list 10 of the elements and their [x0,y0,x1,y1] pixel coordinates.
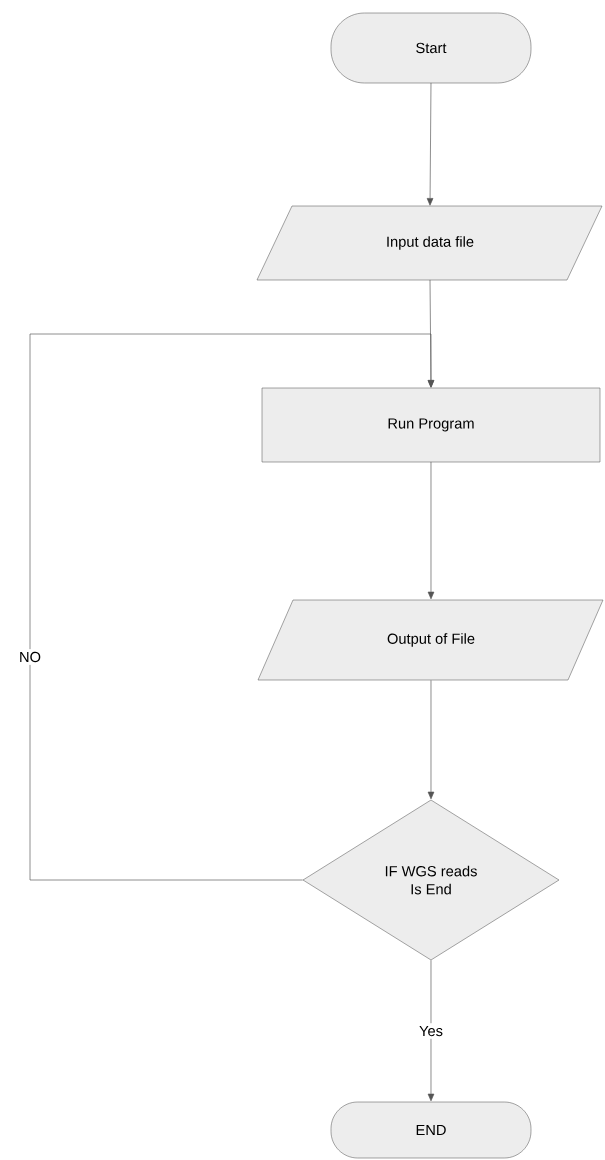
arrow [29,333,435,881]
arrow [427,959,435,1102]
process-box: Run Program [261,387,601,463]
arrow [427,461,435,600]
edge-label: Yes [416,1023,446,1039]
arrow [426,82,434,206]
data-parallelogram: Input data file [256,205,603,281]
arrow [427,679,435,800]
data-parallelogram: Output of File [257,599,604,681]
edge-label: NO [16,649,44,665]
